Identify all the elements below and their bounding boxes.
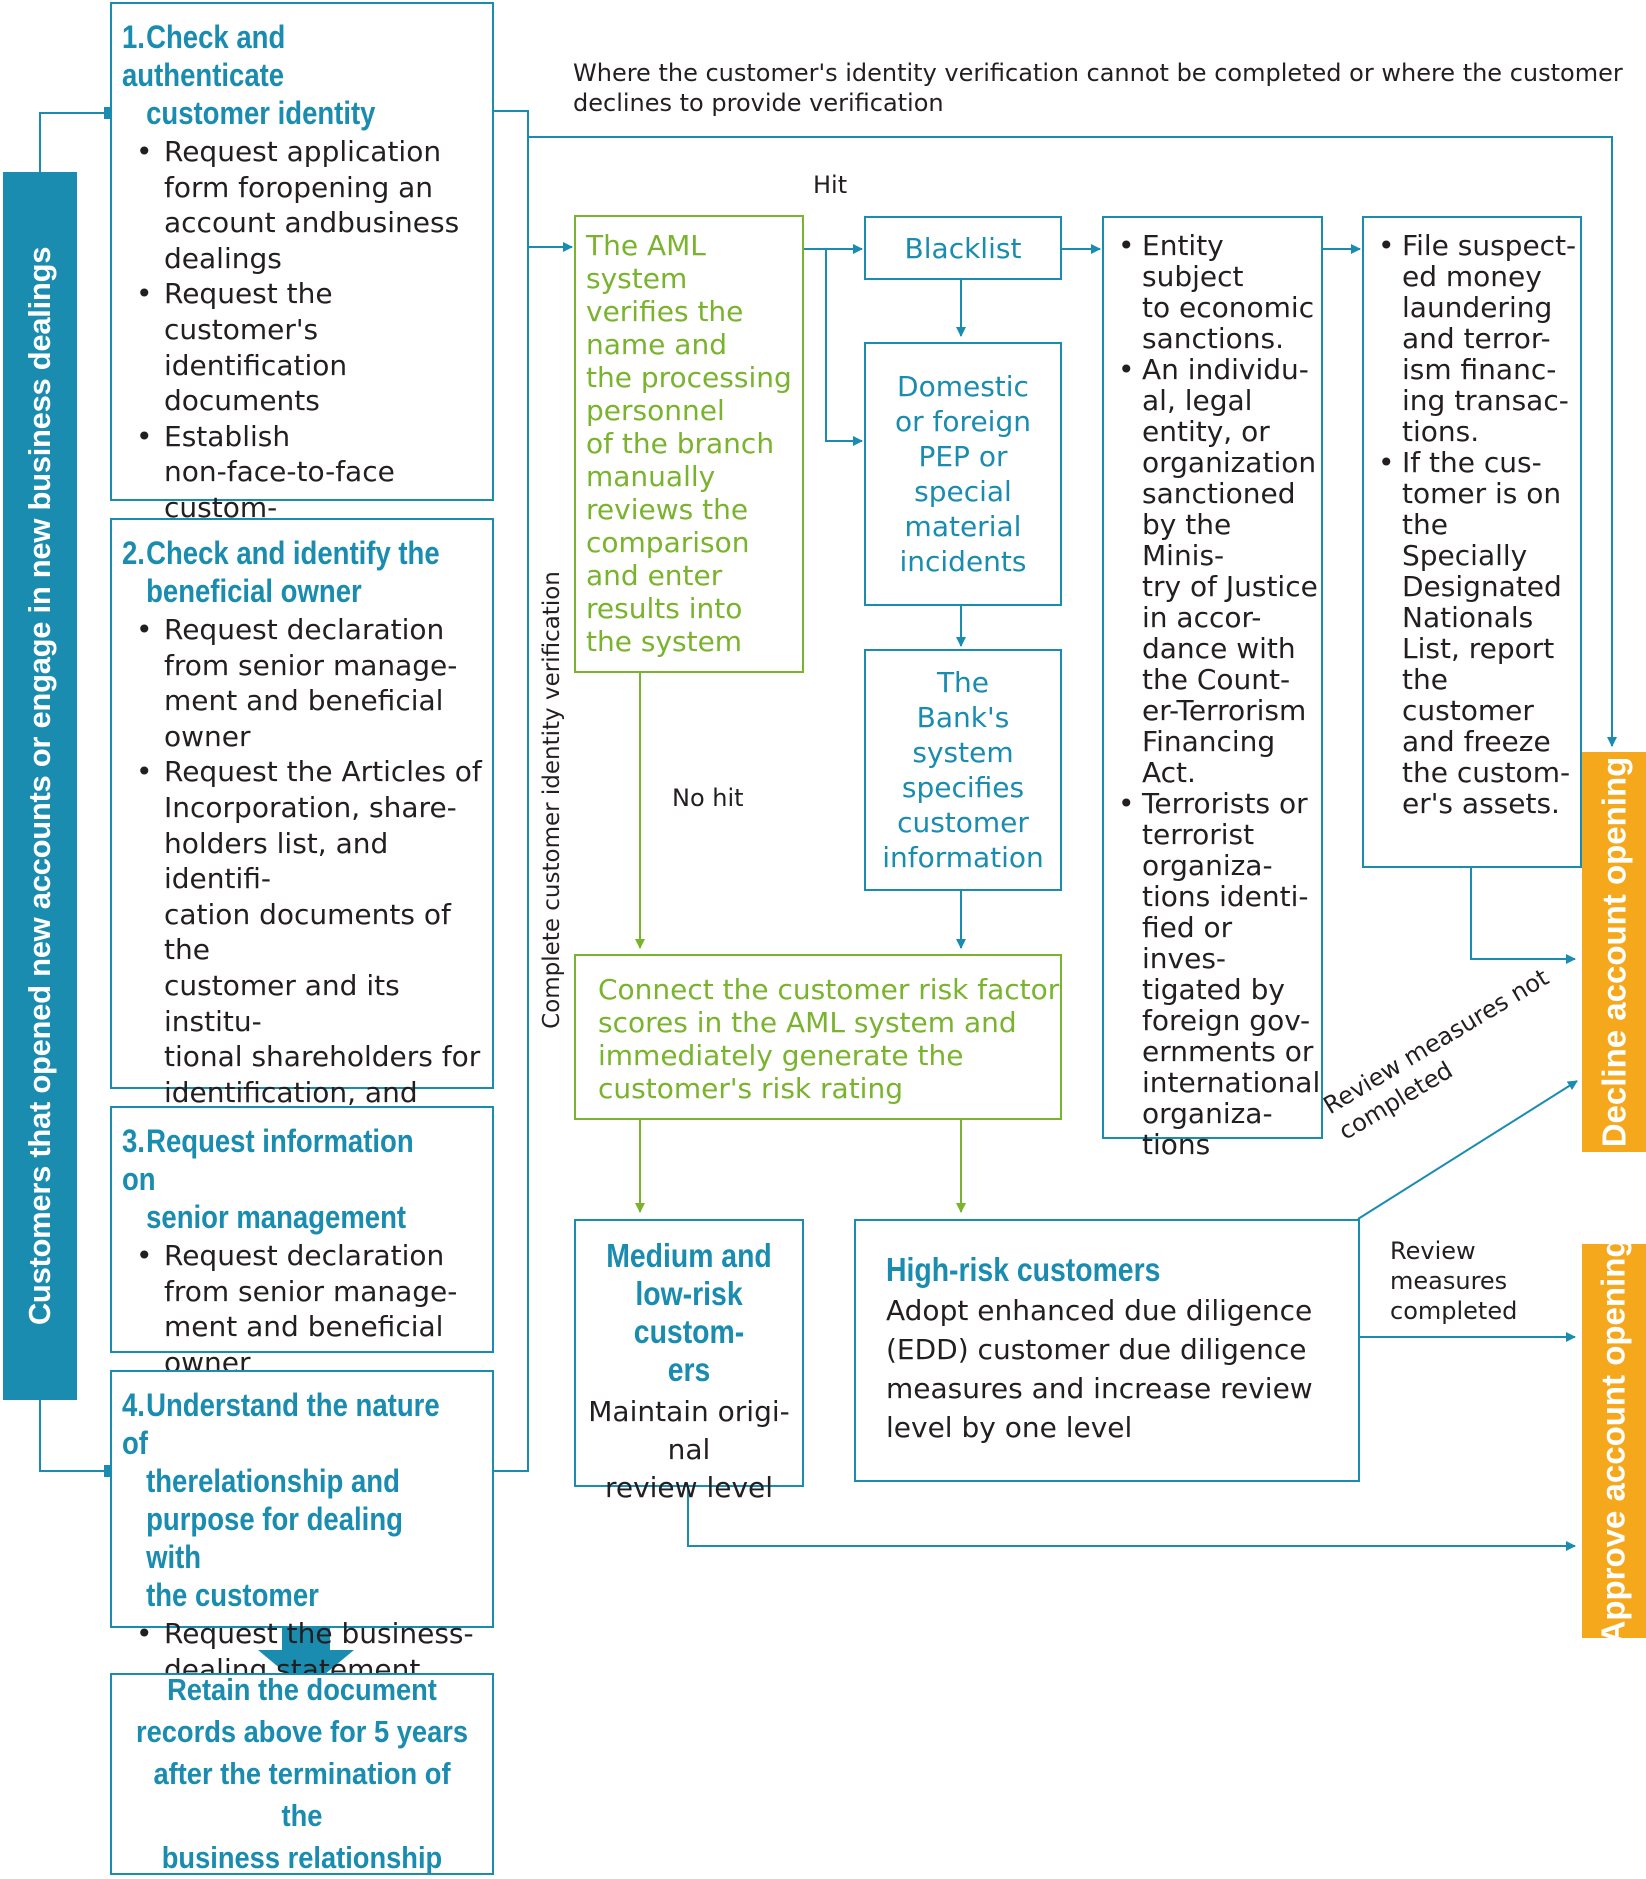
high-to-decline-connector xyxy=(1357,1080,1578,1220)
bank-system-label: The Bank's system specifies customer inf… xyxy=(882,666,1044,874)
file-report-bullets: File suspect- ed money laundering and te… xyxy=(1364,230,1580,819)
step2-bullets: Request declaration from senior manage- … xyxy=(122,612,492,1182)
step3-box: 3.Request information on senior manageme… xyxy=(110,1106,494,1379)
pep-label: Domestic or foreign PEP or special mater… xyxy=(895,370,1031,578)
pep-box: Domestic or foreign PEP or special mater… xyxy=(864,342,1062,606)
high-risk-body: Adopt enhanced due diligence (EDD) custo… xyxy=(886,1294,1313,1444)
step1-bullet: Request application form foropening an a… xyxy=(122,134,492,276)
risk-rating-text: Connect the customer risk factor scores … xyxy=(598,973,1060,1105)
medium-to-approve-connector xyxy=(687,1487,1576,1551)
medium-risk-box: Medium and low-risk custom- ers Maintain… xyxy=(574,1219,804,1504)
decline-route-connector xyxy=(528,136,1617,747)
blacklist-label: Blacklist xyxy=(904,231,1022,265)
sanctions-bullet: Entity subject to economic sanctions. xyxy=(1104,230,1321,354)
bracket-right-connector xyxy=(494,110,529,1472)
step4-box: 4.Understand the nature of therelationsh… xyxy=(110,1370,494,1686)
file-to-decline-connector xyxy=(1470,868,1576,964)
file-report-bullet: File suspect- ed money laundering and te… xyxy=(1364,230,1580,447)
approve-account-opening: Approve account opening xyxy=(1582,1237,1646,1645)
high-risk-box: High-risk customers Adopt enhanced due d… xyxy=(854,1219,1360,1482)
step2-title: 2.Check and identify the beneficial owne… xyxy=(122,535,440,609)
step4-title: 4.Understand the nature of therelationsh… xyxy=(122,1387,440,1613)
aml-to-pep-connector xyxy=(825,249,863,446)
aml-check-box: The AML system verifies the name and the… xyxy=(574,215,804,673)
side-to-step4-connector xyxy=(39,1400,110,1472)
no-hit-label: No hit xyxy=(672,784,744,812)
step3-bullet: Request declaration from senior manage- … xyxy=(122,1238,492,1380)
risk-rating-box: Connect the customer risk factor scores … xyxy=(574,954,1062,1120)
medium-risk-title: Medium and low-risk custom- ers xyxy=(606,1237,772,1388)
blacklist-box: Blacklist xyxy=(864,216,1062,280)
file-report-box: File suspect- ed money laundering and te… xyxy=(1362,216,1582,868)
aml-check-text: The AML system verifies the name and the… xyxy=(586,229,792,658)
step1-bullet: Request the customer's identification do… xyxy=(122,276,492,418)
file-report-bullet: If the cus- tomer is on the Specially De… xyxy=(1364,447,1580,819)
complete-verification-label-wrap: Complete customer identity verification xyxy=(532,560,572,1040)
step1-title: 1.Check and authenticate customer identi… xyxy=(122,19,376,131)
medium-risk-body: Maintain origi- nal review level xyxy=(588,1395,790,1504)
retain-text: Retain the document records above for 5 … xyxy=(135,1672,469,1875)
high-risk-title: High-risk customers xyxy=(886,1251,1161,1288)
step3-title: 3.Request information on senior manageme… xyxy=(122,1123,414,1235)
sanctions-entity-bullets: Entity subject to economic sanctions. An… xyxy=(1104,230,1321,1160)
decline-account-opening: Decline account opening xyxy=(1582,752,1646,1152)
sanctions-entity-box: Entity subject to economic sanctions. An… xyxy=(1102,216,1323,1160)
approve-account-opening-label: Approve account opening xyxy=(1595,1237,1632,1645)
bank-system-box: The Bank's system specifies customer inf… xyxy=(864,649,1062,891)
unverified-note: Where the customer's identity verificati… xyxy=(573,59,1623,117)
hit-label: Hit xyxy=(813,171,848,199)
sanctions-bullet: An individu- al, legal entity, or organi… xyxy=(1104,354,1321,788)
sanctions-bullet: Terrorists or terrorist organiza- tions … xyxy=(1104,788,1321,1160)
side-to-step1-connector xyxy=(39,112,110,172)
side-banner-label: Customers that opened new accounts or en… xyxy=(22,246,57,1326)
step2-box: 2.Check and identify the beneficial owne… xyxy=(110,518,494,1180)
review-completed-label: Review measures completed xyxy=(1390,1237,1518,1325)
complete-verification-label: Complete customer identity verification xyxy=(539,571,566,1029)
step2-bullet: Request declaration from senior manage- … xyxy=(122,612,492,754)
side-banner: Customers that opened new accounts or en… xyxy=(3,172,77,1400)
retain-box: Retain the document records above for 5 … xyxy=(110,1672,494,1875)
step1-box: 1.Check and authenticate customer identi… xyxy=(110,2,494,631)
step3-bullets: Request declaration from senior manage- … xyxy=(122,1238,492,1380)
decline-account-opening-label: Decline account opening xyxy=(1595,756,1632,1148)
